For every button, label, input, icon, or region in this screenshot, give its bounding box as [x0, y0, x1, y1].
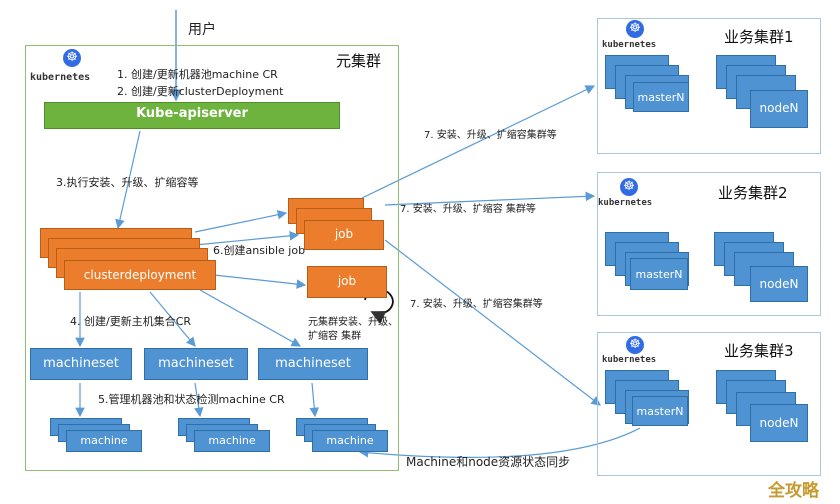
arrow-to-m2: [193, 382, 204, 418]
sync-arrow: [358, 427, 641, 458]
job-note-line2: 扩缩容 集群: [308, 331, 362, 342]
arrow-to-biz1: [361, 85, 596, 199]
master-box-2[interactable]: [630, 258, 688, 290]
user-label: 用户: [188, 22, 216, 38]
job1-label: job: [334, 227, 354, 241]
kubernetes-label: kubernetes: [598, 198, 653, 208]
machineset-box-2[interactable]: [144, 348, 248, 380]
arrow-to-biz3: [384, 239, 601, 406]
machine-label-1: machine: [80, 434, 128, 447]
sync-label: Machine和node资源状态同步: [406, 455, 571, 469]
master-label-2: masterN: [635, 268, 683, 281]
node-label-1: nodeN: [759, 101, 799, 115]
machine-label-3: machine: [326, 434, 374, 447]
kubernetes-icon: [626, 336, 644, 354]
machine-label-2: machine: [208, 434, 256, 447]
arrow-step3: [115, 130, 141, 230]
business-cluster-1-title: 业务集群1: [724, 28, 794, 46]
job2-label: job: [337, 274, 357, 288]
master-label-1: masterN: [637, 91, 685, 104]
kubernetes-icon: [626, 20, 644, 38]
business-cluster-1-frame: [597, 18, 821, 154]
master-box-1[interactable]: [633, 82, 689, 112]
arrow-to-m3: [309, 382, 320, 418]
node-box-1[interactable]: [750, 90, 808, 128]
step7-label-1: 7. 安装、升级、扩缩容集群等: [424, 130, 557, 141]
business-cluster-3-title: 业务集群3: [724, 342, 794, 360]
kubernetes-label: kubernetes: [602, 40, 657, 50]
business-cluster-2-title: 业务集群2: [718, 184, 788, 202]
clusterdeployment-box[interactable]: [64, 260, 216, 290]
node-label-3: nodeN: [759, 416, 799, 430]
kube-apiserver-label: Kube-apiserver: [136, 106, 248, 121]
step3-label: 3.执行安装、升级、扩缩容等: [56, 176, 199, 189]
step2-label: 2. 创建/更新clusterDeployment: [117, 85, 284, 98]
kube-apiserver-box[interactable]: [44, 102, 340, 129]
business-cluster-2-frame: [597, 172, 821, 316]
node-box-2[interactable]: [750, 266, 808, 302]
machine-box-2[interactable]: [194, 430, 270, 452]
machine-box-1[interactable]: [66, 430, 142, 452]
kubernetes-icon: [63, 49, 81, 67]
arrow-to-biz2: [384, 191, 596, 206]
master-box-3[interactable]: [632, 396, 688, 426]
machineset-label-1: machineset: [43, 356, 119, 371]
kubernetes-label: kubernetes: [30, 72, 91, 83]
job-note-line1: 元集群安装、升级、: [308, 317, 398, 328]
machineset-box-3[interactable]: [258, 348, 368, 380]
watermark: 全攻略: [768, 481, 819, 501]
node-box-3[interactable]: [750, 404, 808, 442]
meta-cluster-frame: [25, 45, 399, 471]
node-label-2: nodeN: [759, 277, 799, 291]
machineset-label-2: machineset: [158, 356, 234, 371]
machineset-box-1[interactable]: [30, 348, 132, 380]
step4-label: 4. 创建/更新主机集合CR: [70, 315, 192, 328]
machine-box-3[interactable]: [312, 430, 388, 452]
master-label-3: masterN: [636, 405, 684, 418]
step7-label-3: 7. 安装、升级、扩缩容集群等: [410, 299, 543, 310]
job1-box[interactable]: [304, 220, 384, 250]
arrow-to-ms2: [149, 291, 196, 347]
step7-label-2: 7. 安装、升级、扩缩容 集群等: [400, 204, 536, 215]
arrow-to-job1b: [194, 231, 300, 246]
arrow-to-ms3: [199, 289, 302, 347]
step1-label: 1. 创建/更新机器池machine CR: [117, 68, 278, 81]
machineset-label-3: machineset: [275, 356, 351, 371]
arrow-to-job2: [213, 274, 307, 289]
step5-label: 5.管理机器池和状态检测machine CR: [98, 393, 285, 406]
arrow-to-job1: [194, 210, 288, 233]
business-cluster-3-frame: [597, 332, 821, 476]
job2-box[interactable]: [307, 266, 387, 298]
meta-cluster-title: 元集群: [336, 52, 382, 70]
kubernetes-label: kubernetes: [602, 355, 657, 365]
step6-label: 6.创建ansible job: [213, 244, 306, 257]
clusterdeployment-label: clusterdeployment: [83, 268, 197, 282]
kubernetes-icon: [620, 178, 638, 196]
